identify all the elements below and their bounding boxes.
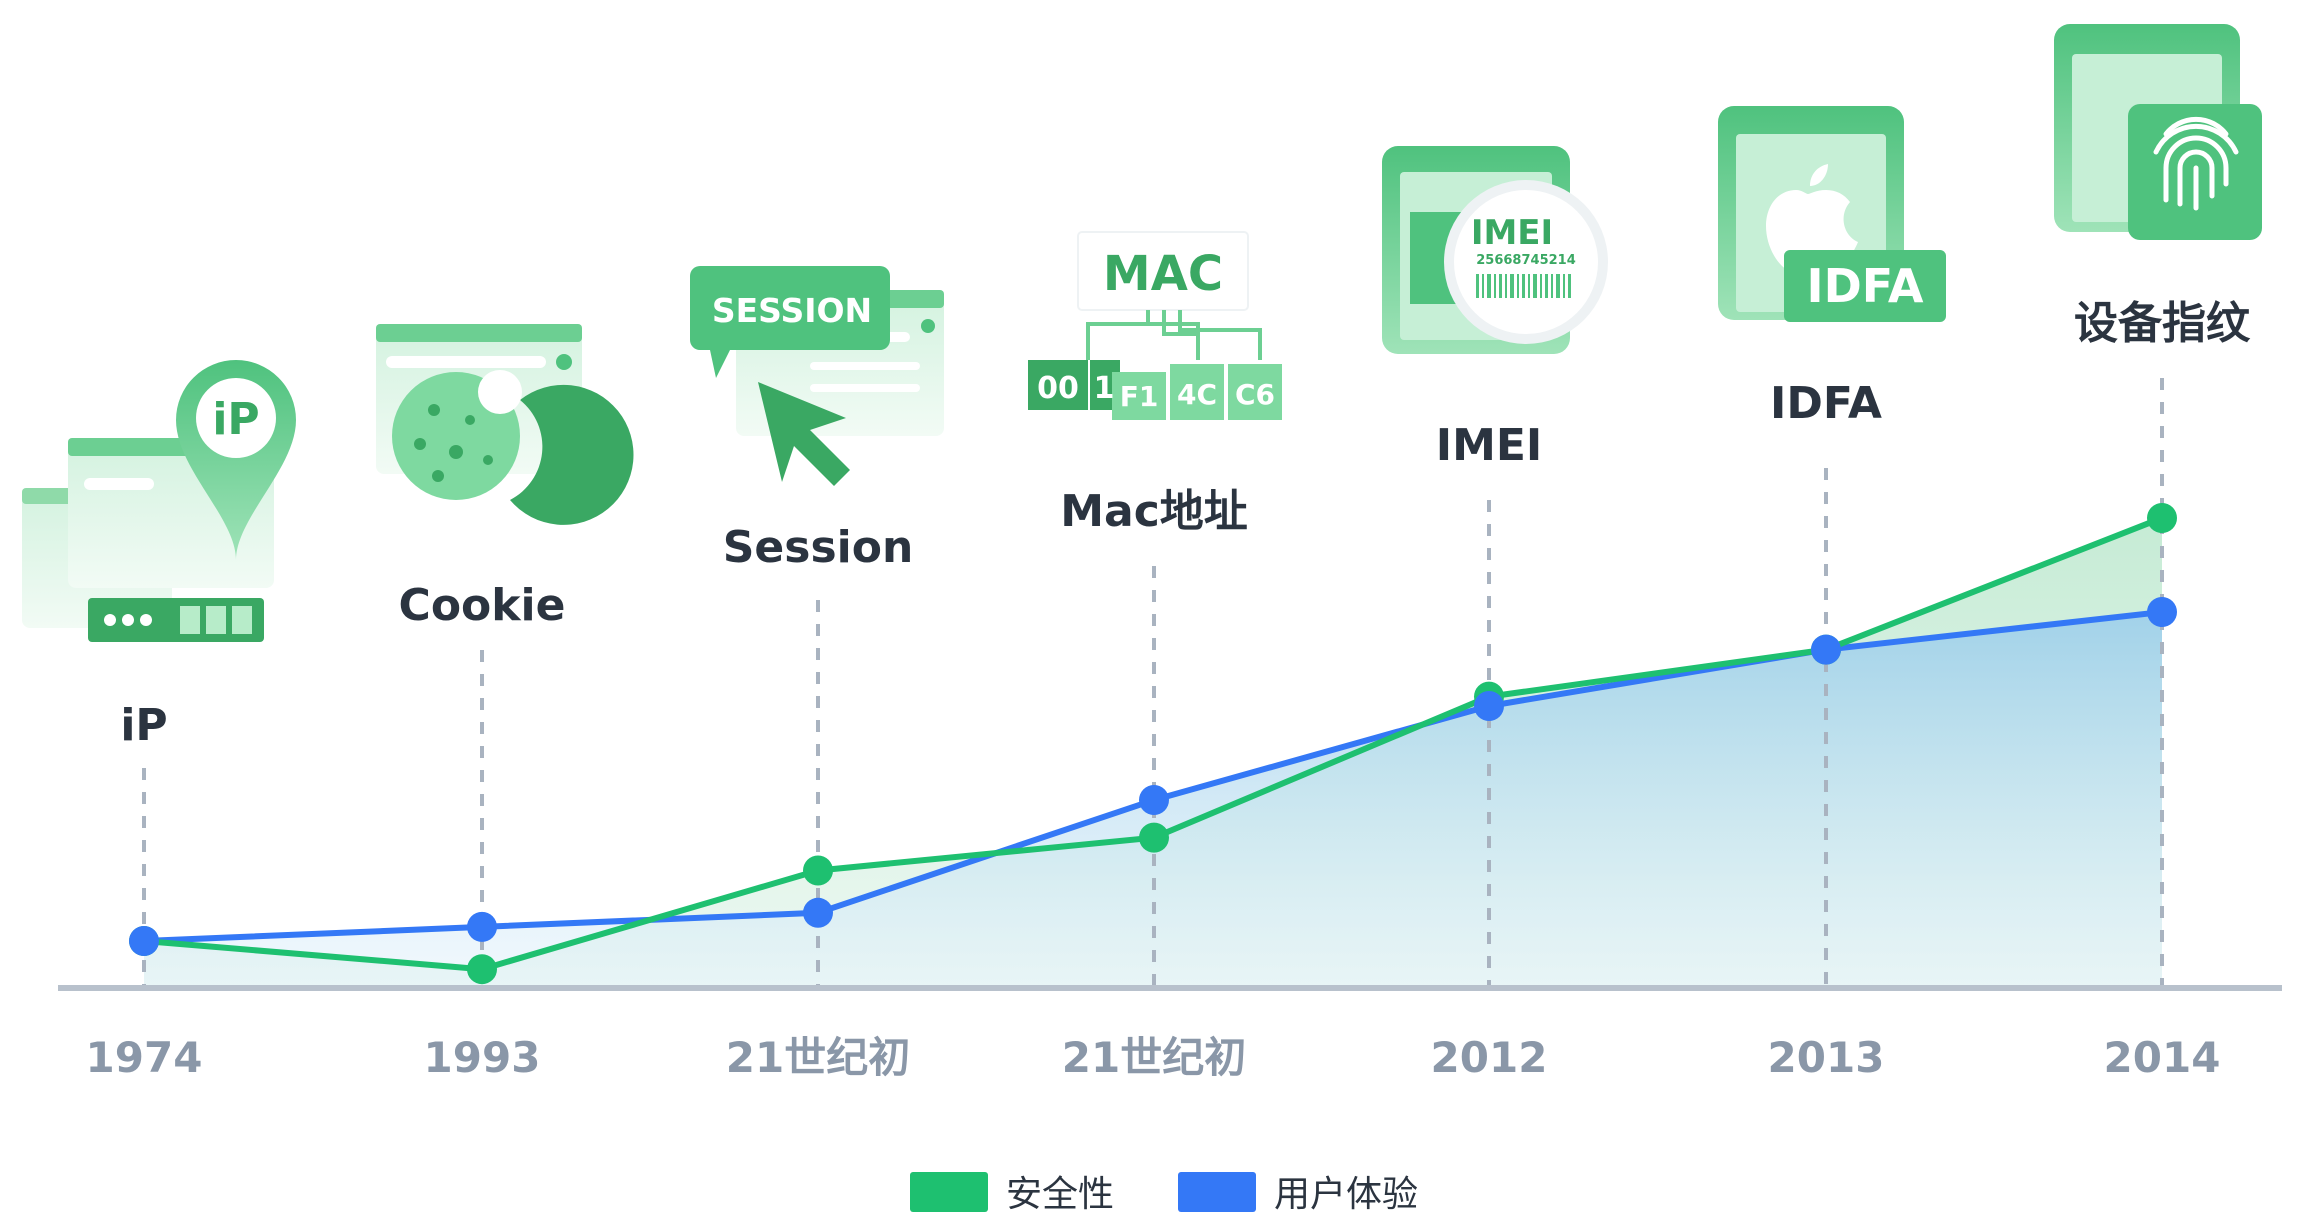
- mac-cell-0: 00: [1037, 371, 1079, 406]
- tech-label-4: IMEI: [1436, 420, 1543, 471]
- tick-label-2: 21世纪初: [726, 1033, 910, 1082]
- tech-label-5: IDFA: [1770, 378, 1882, 429]
- ip-icon-text: iP: [212, 394, 259, 445]
- tick-label-3: 21世纪初: [1062, 1033, 1246, 1082]
- tick-label-6: 2014: [2104, 1033, 2221, 1082]
- legend-label-security: 安全性: [1006, 1174, 1114, 1212]
- tech-label-0: iP: [120, 700, 167, 751]
- idfa-icon-text: IDFA: [1806, 259, 1923, 313]
- imei-icon-number: 25668745214: [1476, 253, 1576, 268]
- point-ux-3: [1139, 785, 1169, 815]
- tech-label-2: Session: [723, 522, 914, 573]
- session-icon-text: SESSION: [712, 291, 872, 330]
- point-security-6: [2147, 503, 2177, 533]
- legend-label-ux: 用户体验: [1274, 1174, 1418, 1212]
- mac-address-icon: MAC 00 1 F1 4C C6: [1028, 231, 1282, 420]
- cookie-browser-icon: [376, 324, 634, 525]
- tick-labels: 1974 1993 21世纪初 21世纪初 2012 2013 2014: [86, 1033, 2221, 1082]
- session-cursor-icon: SESSION: [690, 266, 944, 486]
- point-ux-4: [1474, 691, 1504, 721]
- ip-location-browser-icon: iP: [22, 360, 296, 642]
- tech-label-1: Cookie: [399, 580, 566, 631]
- point-ux-0: [129, 926, 159, 956]
- point-security-3: [1139, 822, 1169, 853]
- area-fills: [144, 518, 2162, 988]
- legend-swatch-ux: [1178, 1172, 1256, 1212]
- imei-icon-text: IMEI: [1471, 213, 1553, 253]
- point-ux-6: [2147, 597, 2177, 627]
- point-ux-1: [467, 911, 497, 942]
- point-security-2: [803, 855, 833, 886]
- point-security-1: [467, 954, 497, 985]
- tick-label-4: 2012: [1431, 1033, 1548, 1082]
- mac-cell-1: 1: [1094, 371, 1115, 406]
- point-ux-2: [803, 897, 833, 928]
- area-ux: [144, 612, 2162, 988]
- tick-label-0: 1974: [86, 1033, 203, 1082]
- mac-cell-4: C6: [1235, 378, 1275, 411]
- idfa-apple-phone-icon: IDFA: [1718, 106, 1946, 322]
- fingerprint-device-icon: [2054, 24, 2262, 240]
- mac-icon-text: MAC: [1103, 246, 1223, 302]
- legend: 安全性 用户体验: [910, 1172, 1418, 1212]
- tech-label-6: 设备指纹: [2074, 298, 2251, 349]
- point-ux-5: [1811, 634, 1841, 665]
- technology-labels: iP Cookie Session Mac地址 IMEI IDFA 设备指纹: [120, 298, 2251, 751]
- mac-cell-3: 4C: [1177, 378, 1217, 411]
- tick-label-1: 1993: [424, 1033, 541, 1082]
- tech-label-3: Mac地址: [1060, 486, 1248, 537]
- imei-phone-icon: IMEI 25668745214: [1382, 146, 1608, 354]
- tick-label-5: 2013: [1768, 1033, 1885, 1082]
- legend-swatch-security: [910, 1172, 988, 1212]
- mac-cell-2: F1: [1120, 380, 1159, 413]
- series-group: [129, 503, 2177, 985]
